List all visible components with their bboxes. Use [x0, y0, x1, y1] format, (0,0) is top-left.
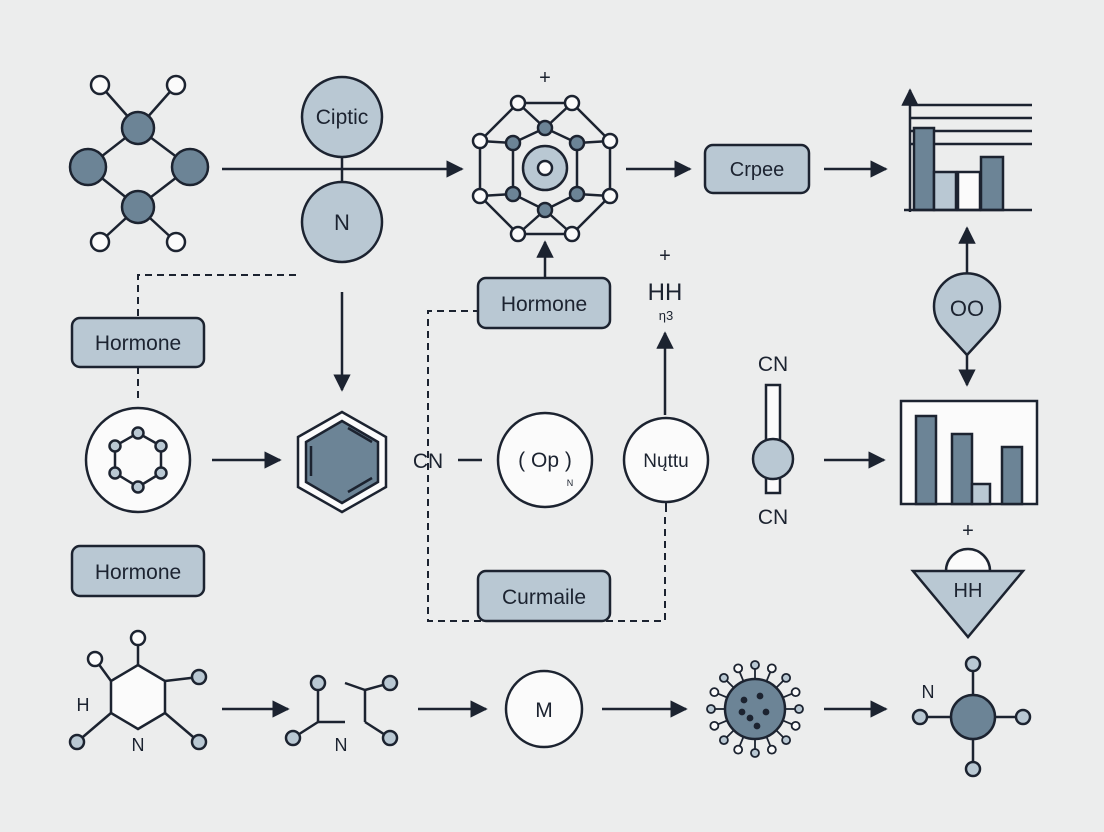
virus-spike-tip: [766, 744, 777, 755]
plus-sign: +: [539, 67, 551, 89]
virus-icon: [706, 660, 804, 758]
benzene-icon: [296, 410, 388, 514]
ring-molecule-icon: [68, 629, 208, 751]
op-node: ( Op ) N: [496, 411, 594, 509]
virus-spike-tip: [709, 687, 720, 698]
oo-pin-node: OO: [932, 272, 1002, 357]
bar-chart-icon: [901, 88, 1032, 212]
plus-sign: +: [659, 245, 671, 267]
op-label: ( Op ): [518, 449, 572, 472]
dashed-connector: [137, 274, 296, 318]
nutu-label: Nųttu: [643, 451, 688, 472]
hormone-box-left-2: Hormone: [70, 544, 206, 598]
hh-label: HH: [648, 279, 683, 306]
virus-spike-tip: [794, 704, 804, 714]
op-subscript: N: [567, 478, 574, 488]
cn-bottom-label: CN: [758, 506, 788, 529]
virus-spike-tip: [781, 672, 792, 683]
virus-spike-tip: [781, 735, 792, 746]
n-label: N: [922, 682, 935, 702]
star-molecule-icon: [911, 655, 1032, 778]
dashed-loop: [427, 310, 666, 622]
h-label: H: [77, 695, 90, 715]
virus-spike-tip: [790, 720, 801, 731]
oo-label: OO: [950, 296, 984, 321]
virus-spike-tip: [718, 672, 729, 683]
hormone-box-left-1: Hormone: [70, 316, 206, 369]
cn-bond-node: CN CN: [751, 353, 795, 529]
virus-spike-tip: [733, 663, 744, 674]
virus-spike-tip: [733, 744, 744, 755]
virus-spike-tip: [718, 735, 729, 746]
virus-spike-tip: [709, 720, 720, 731]
virus-spike-tip: [766, 663, 777, 674]
m-label: M: [535, 699, 553, 722]
chain-molecule-icon: [284, 674, 399, 747]
n-label: N: [132, 735, 145, 755]
ring-molecule-icon: [84, 406, 192, 514]
virus-spike-tip: [750, 748, 760, 758]
hormone-box-center: Hormone: [476, 276, 612, 330]
curmaile-box: Curmaile: [476, 569, 612, 623]
virus-spike-tip: [790, 687, 801, 698]
hormone-label: Hormone: [95, 561, 181, 584]
hormone-label: Hormone: [501, 293, 587, 316]
hh-triangle-node: HH: [910, 547, 1026, 639]
crpee-label: Crpee: [730, 159, 784, 181]
n-label: N: [335, 735, 348, 755]
cn-label: CN: [413, 450, 443, 473]
cn-top-label: CN: [758, 353, 788, 376]
nutu-node: Nųttu: [622, 416, 710, 504]
hh-label: HH: [954, 580, 983, 602]
n-node: N: [300, 180, 384, 264]
virus-spike-tip: [750, 660, 760, 670]
ciptic-node: Ciptic: [300, 75, 384, 159]
virus-spike-tip: [706, 704, 716, 714]
bar-chart-icon: [899, 399, 1039, 506]
hh-subscript: η3: [659, 308, 673, 323]
m-node: M: [504, 669, 584, 749]
ciptic-label: Ciptic: [316, 106, 369, 129]
crpee-box: Crpee: [703, 143, 811, 195]
plus-sign: +: [962, 520, 974, 542]
hormone-label: Hormone: [95, 332, 181, 355]
polyhedron-icon: [471, 94, 619, 243]
molecule-icon: [68, 74, 210, 253]
n-label: N: [334, 210, 350, 235]
curmaile-label: Curmaile: [502, 586, 586, 609]
